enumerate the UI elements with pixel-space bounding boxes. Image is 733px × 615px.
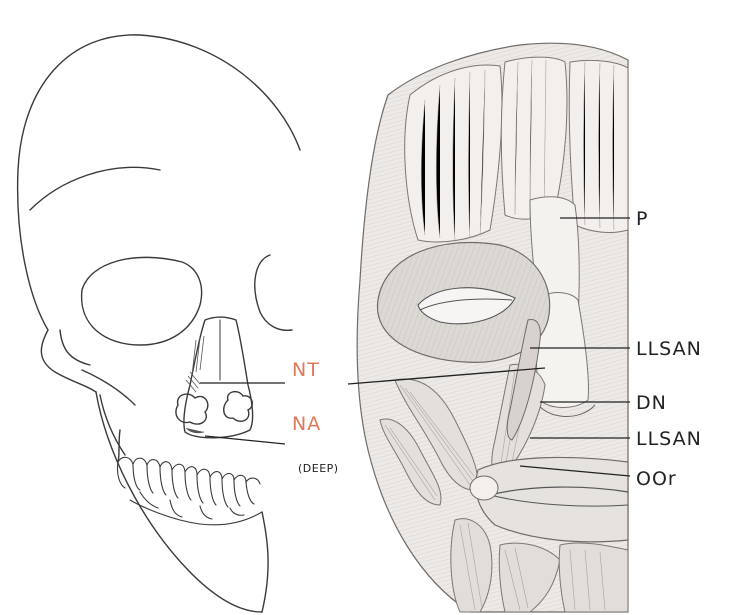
skull-drawing [18, 35, 300, 612]
skull-teeth [117, 457, 262, 525]
skull-orbit-right [255, 255, 292, 330]
label-dn: DN [636, 392, 667, 414]
label-deep: (DEEP) [298, 462, 339, 475]
modiolus [470, 476, 498, 500]
label-na: NA [292, 413, 321, 435]
label-llsan-lower: LLSAN [636, 428, 702, 450]
label-llsan-upper: LLSAN [636, 338, 702, 360]
skull-orbit-left [82, 257, 202, 345]
label-oor: OOr [636, 468, 677, 490]
facial-muscle-illustration [357, 43, 628, 612]
label-p: P [636, 208, 648, 230]
label-nt: NT [292, 359, 320, 381]
skull-cranium-outline [18, 35, 300, 392]
leader-na [205, 436, 285, 444]
skull-nasal-shading [186, 336, 204, 433]
